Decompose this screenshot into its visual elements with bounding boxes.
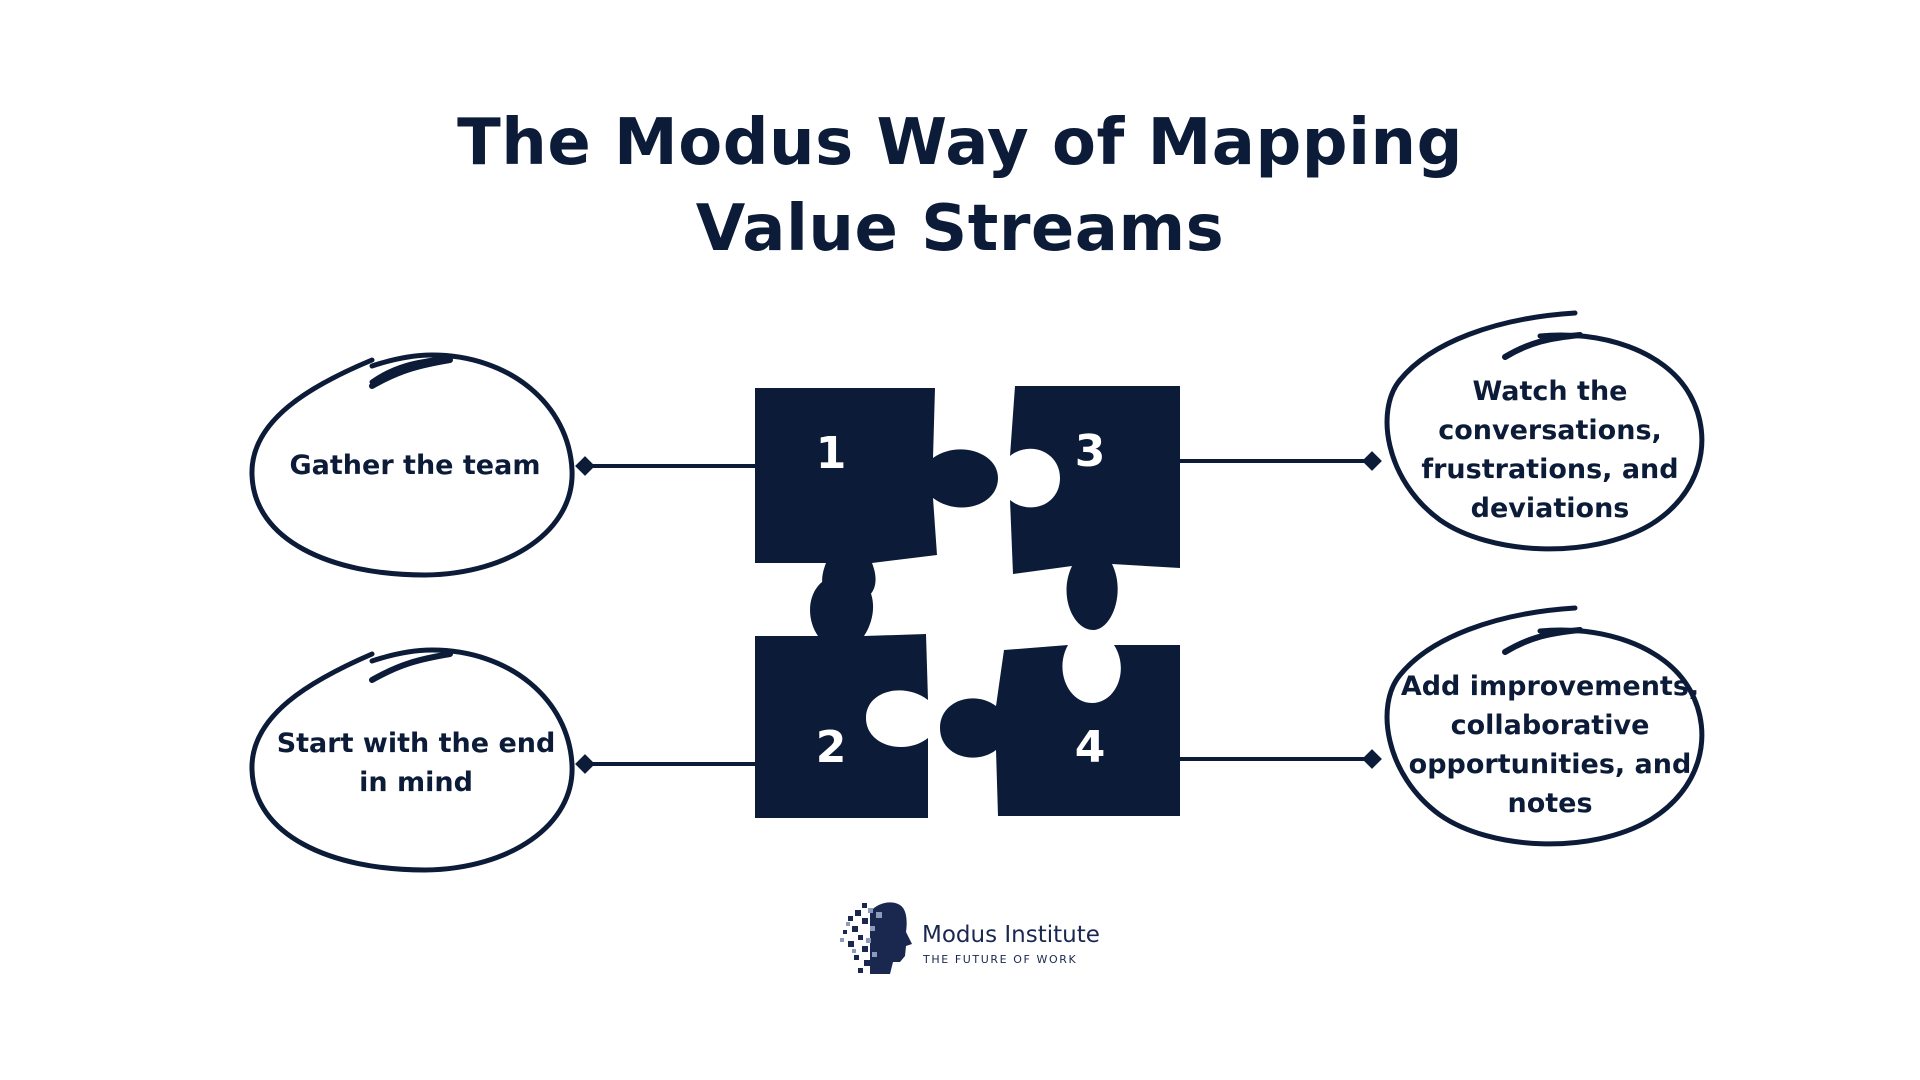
connectors: [575, 451, 1382, 774]
logo-name: Modus Institute: [922, 922, 1100, 948]
connector-diamond-4: [1362, 749, 1382, 769]
modus-institute-logo: Modus Institute THE FUTURE OF WORK: [838, 898, 1100, 974]
step-4-label: Add improvements, collaborative opportun…: [1400, 671, 1700, 819]
oval-step-1: [249, 352, 575, 578]
logo-tagline: THE FUTURE OF WORK: [923, 953, 1078, 966]
connector-diamond-3: [1362, 451, 1382, 471]
ovals: [249, 310, 1705, 873]
step-2-label: Start with the end in mind: [276, 728, 556, 798]
title-line-2: Value Streams: [695, 192, 1225, 266]
logo-mark: [840, 902, 912, 974]
piece-number-2: 2: [816, 722, 847, 773]
puzzle-piece-2: [755, 575, 928, 818]
puzzle-piece-4: [940, 645, 1180, 816]
piece-number-4: 4: [1075, 722, 1106, 773]
puzzle-piece-3: [1010, 386, 1180, 630]
puzzle-piece-1: [755, 388, 998, 603]
piece-number-1: 1: [816, 428, 847, 479]
step-3-label: Watch the conversations, frustrations, a…: [1421, 376, 1679, 524]
piece-number-3: 3: [1075, 426, 1106, 477]
step-1-label: Gather the team: [289, 449, 541, 481]
title-line-1: The Modus Way of Mapping: [457, 106, 1463, 180]
puzzle-pieces: [755, 386, 1180, 818]
connector-diamond-2: [575, 754, 595, 774]
oval-step-2: [249, 647, 575, 873]
oval-step-3: [1384, 310, 1705, 552]
connector-diamond-1: [575, 456, 595, 476]
page-title: The Modus Way of Mapping Value Streams: [0, 100, 1920, 272]
piece-numbers: 1 3 2 4: [816, 426, 1106, 773]
logo-head-silhouette: [870, 902, 912, 974]
oval-step-4: [1384, 605, 1705, 847]
